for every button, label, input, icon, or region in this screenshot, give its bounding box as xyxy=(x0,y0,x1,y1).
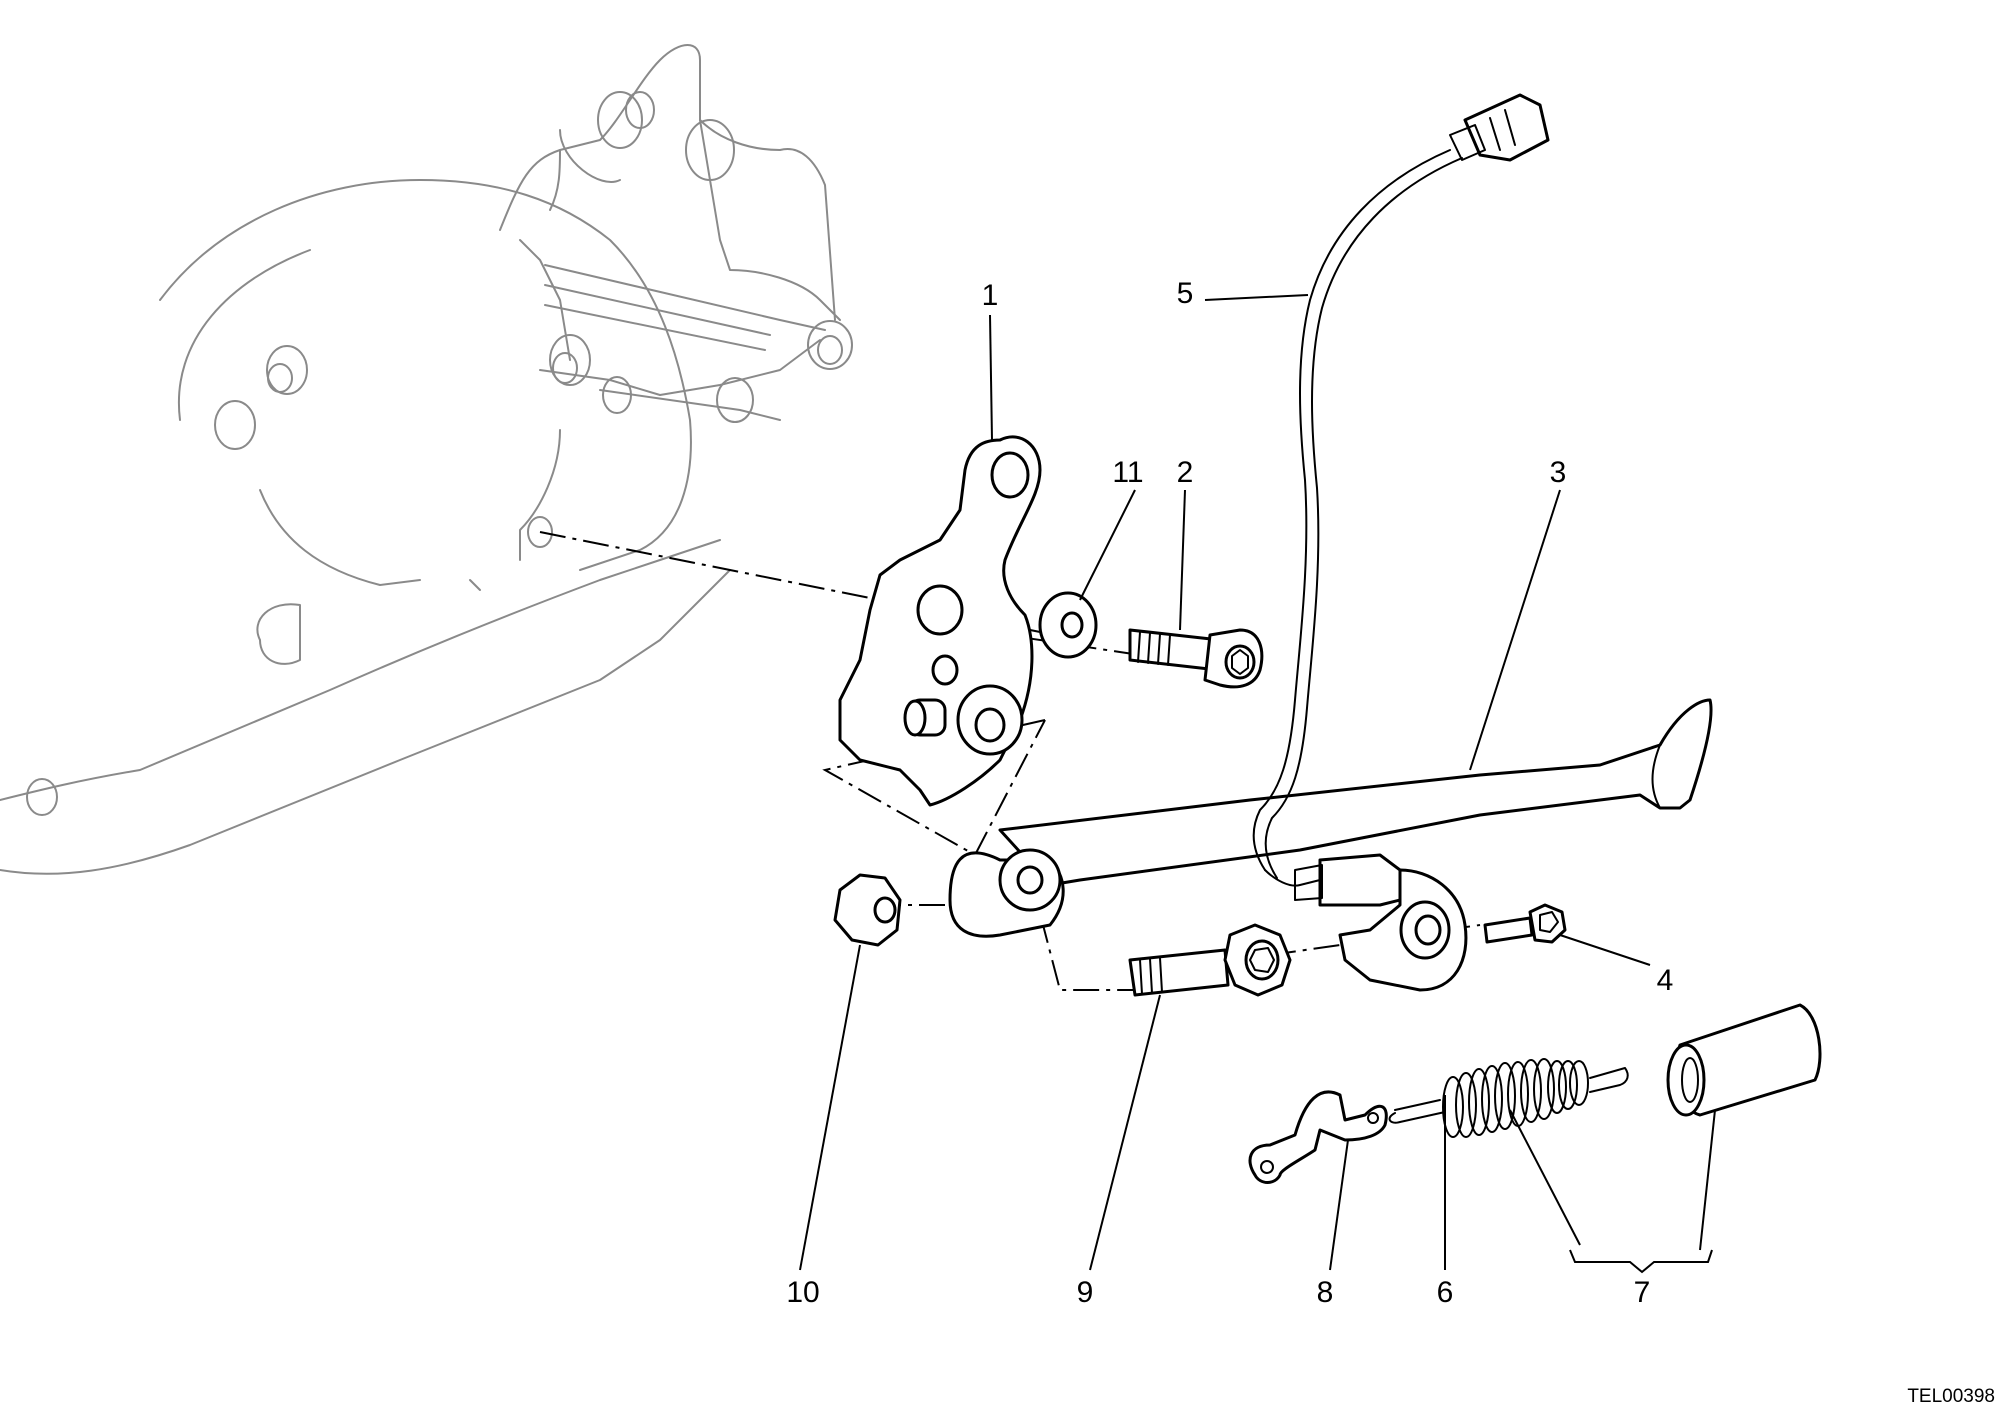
callout-7: 7 xyxy=(1634,1276,1651,1309)
nut xyxy=(833,873,902,947)
callout-9: 9 xyxy=(1077,1276,1094,1309)
spring-sleeve xyxy=(1666,1003,1822,1117)
callout-5: 5 xyxy=(1177,277,1194,310)
engine-crankcase-outline xyxy=(0,44,853,875)
return-spring xyxy=(1388,1058,1629,1138)
figure-code: TEL00398 xyxy=(1907,1386,1995,1407)
callout-10: 10 xyxy=(786,1276,819,1309)
side-stand-bracket xyxy=(838,435,1042,807)
callout-8: 8 xyxy=(1317,1276,1334,1309)
spring-hook-plate xyxy=(1248,1090,1388,1184)
callout-6: 6 xyxy=(1437,1276,1454,1309)
socket-head-screw xyxy=(1128,628,1264,689)
side-stand-leg xyxy=(948,698,1713,938)
side-stand-switch xyxy=(1294,853,1468,992)
callout-4: 4 xyxy=(1657,964,1674,997)
callout-2: 2 xyxy=(1177,456,1194,489)
sensor-cable xyxy=(1252,93,1550,887)
washer xyxy=(1038,591,1098,659)
switch-screw xyxy=(1483,903,1567,944)
callout-1: 1 xyxy=(982,279,999,312)
callout-3: 3 xyxy=(1550,456,1567,489)
callout-labels: 1 2 3 4 5 6 7 8 9 10 11 xyxy=(786,277,1673,1309)
leader-lines xyxy=(799,294,1716,1274)
stand-pivot-bolt xyxy=(1128,923,1292,997)
callout-11: 11 xyxy=(1112,456,1143,489)
